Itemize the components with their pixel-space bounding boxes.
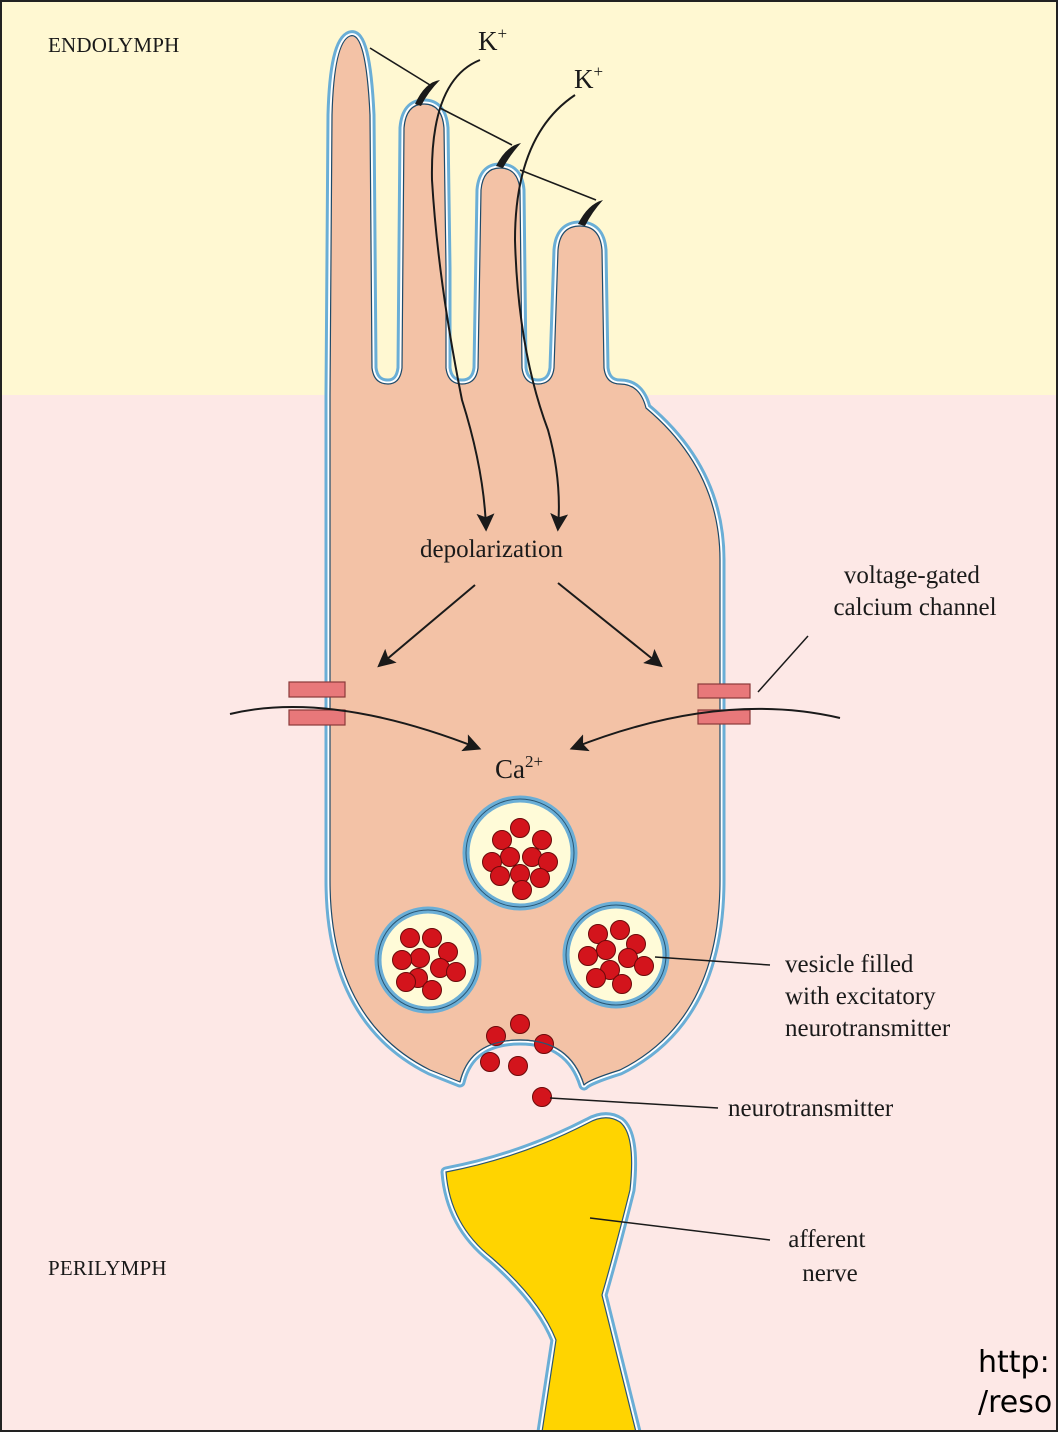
- neurotransmitter-molecule: [481, 1053, 500, 1072]
- neurotransmitter-molecule: [535, 1035, 554, 1054]
- neurotransmitter-molecule: [531, 869, 550, 888]
- neurotransmitter-molecule: [447, 963, 466, 982]
- neurotransmitter-molecule: [511, 1015, 530, 1034]
- neurotransmitter-molecule: [511, 819, 530, 838]
- neurotransmitter-molecule: [401, 929, 420, 948]
- neurotransmitter-molecule: [501, 848, 520, 867]
- neurotransmitter-molecule: [513, 881, 532, 900]
- neurotransmitter-molecule: [611, 921, 630, 940]
- neurotransmitter-molecule: [509, 1057, 528, 1076]
- neurotransmitter-molecule: [423, 929, 442, 948]
- neurotransmitter-molecule: [579, 947, 598, 966]
- perilymph-label: PERILYMPH: [48, 1256, 167, 1280]
- endolymph-label: ENDOLYMPH: [48, 33, 180, 57]
- neurotransmitter-molecule: [587, 969, 606, 988]
- neurotransmitter-molecule: [613, 975, 632, 994]
- neurotransmitter-molecule: [411, 949, 430, 968]
- neurotransmitter-molecule: [533, 1088, 552, 1107]
- endolymph-region: [0, 0, 1058, 395]
- neurotransmitter-molecule: [597, 941, 616, 960]
- neurotransmitter-molecule: [493, 831, 512, 850]
- neurotransmitter-molecule: [423, 981, 442, 1000]
- neurotransmitter-molecule: [393, 951, 412, 970]
- neurotransmitter-molecule: [533, 831, 552, 850]
- neurotransmitter-molecule: [635, 957, 654, 976]
- neurotransmitter-molecule: [397, 973, 416, 992]
- neurotransmitter-label: neurotransmitter: [728, 1095, 894, 1122]
- neurotransmitter-molecule: [491, 867, 510, 886]
- depolarization-label: depolarization: [420, 536, 563, 563]
